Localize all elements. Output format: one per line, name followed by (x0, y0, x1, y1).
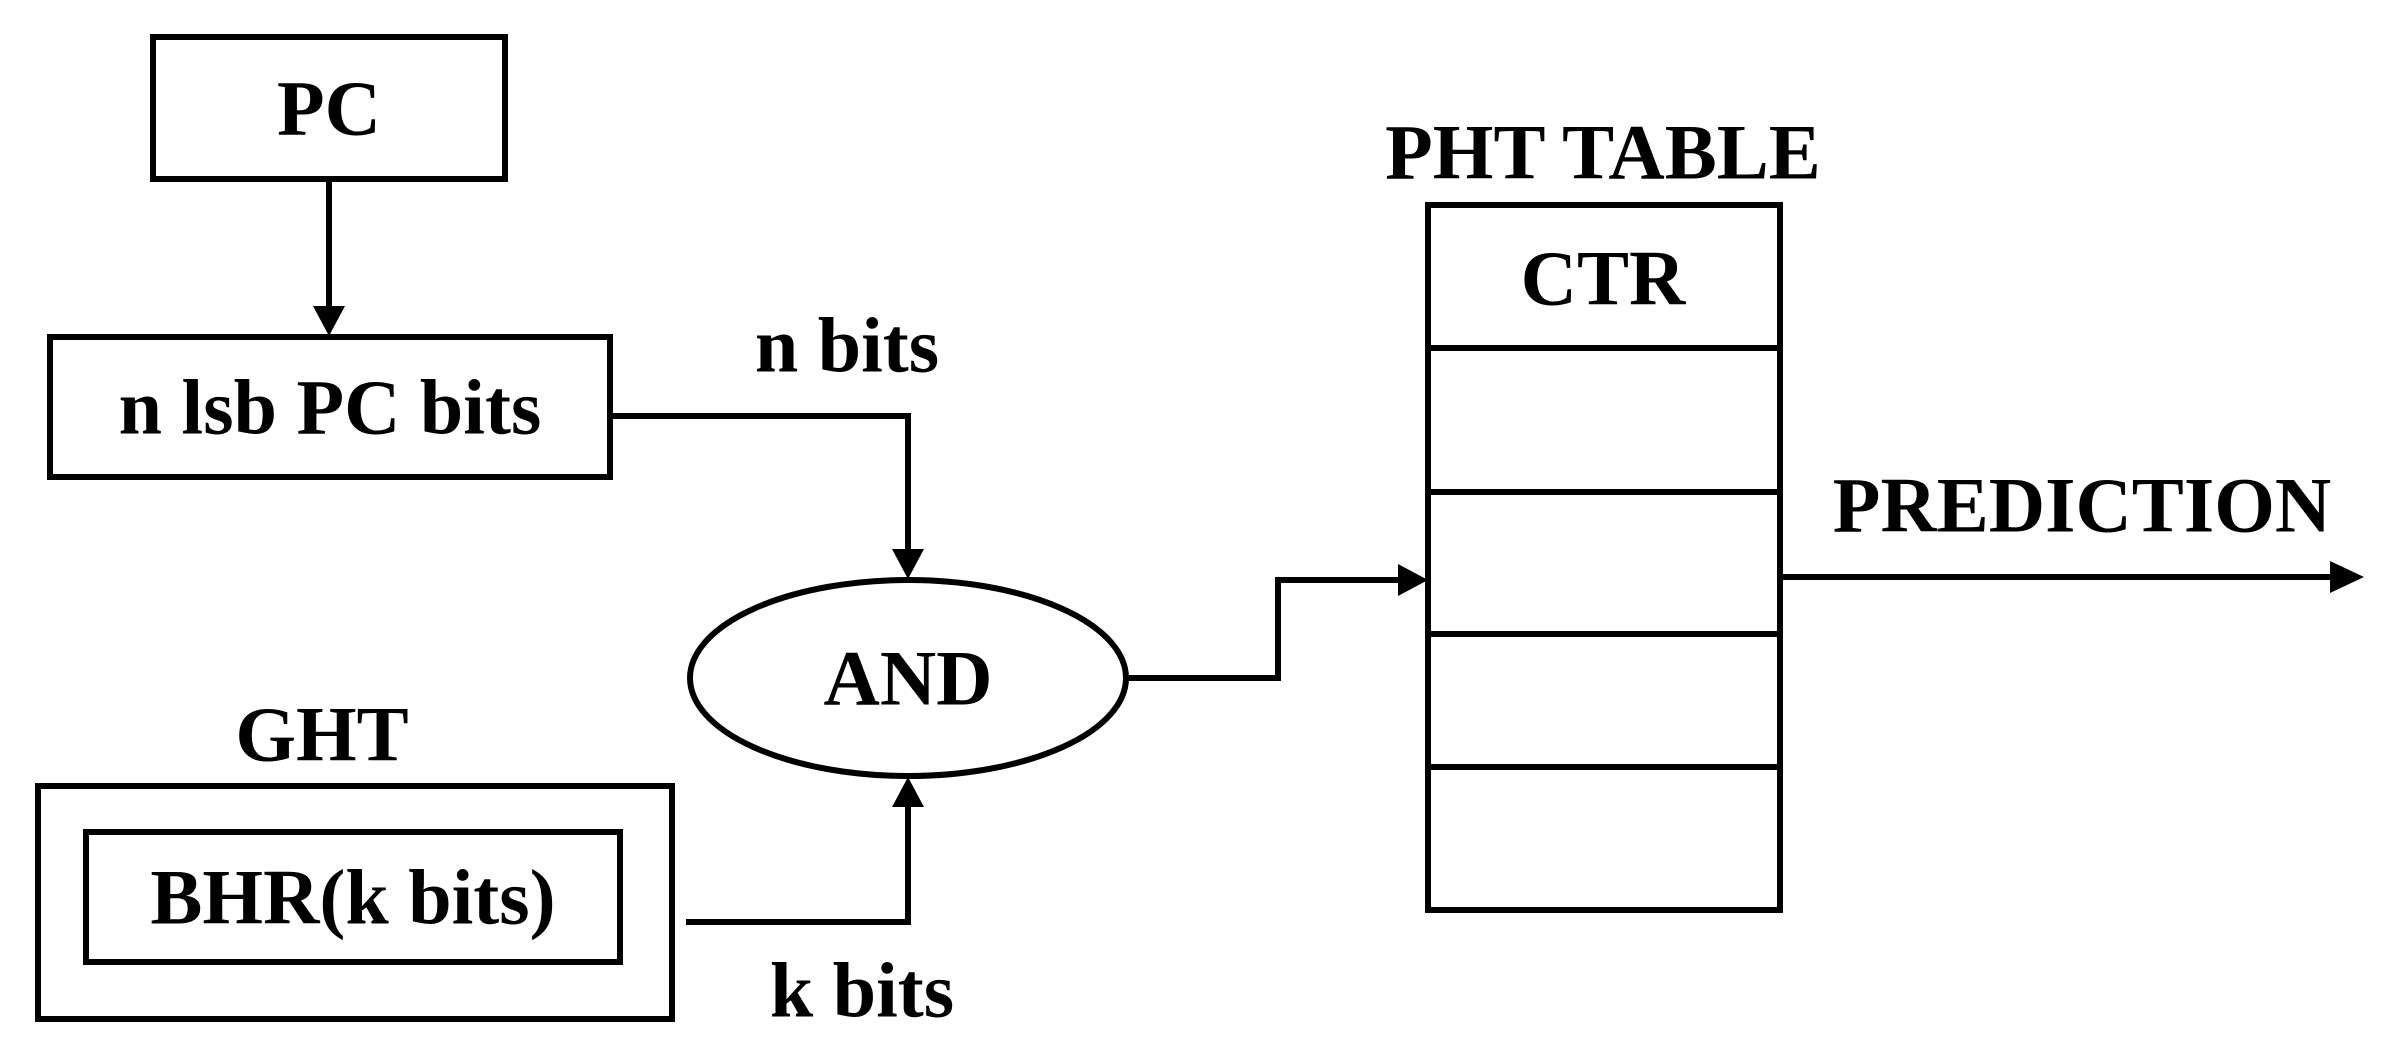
pht-table-title: PHT TABLE (1385, 109, 1821, 196)
bhr-box (83, 829, 623, 965)
prediction-label: PREDICTION (1833, 462, 2331, 549)
pht-table-frame (1425, 202, 1783, 913)
lsb-pc-bits-label: n lsb PC bits (119, 364, 542, 451)
k-bits-label: k bits (770, 947, 954, 1034)
and-to-pht-arrowhead (1398, 564, 1428, 596)
n-bits-label: n bits (755, 302, 939, 389)
lsb-pc-bits-box (47, 334, 613, 480)
and-label: AND (824, 635, 993, 722)
lsb-to-and-arrowhead (892, 549, 924, 579)
ght-label: GHT (235, 691, 408, 778)
pc-box (150, 34, 508, 182)
ctr-label: CTR (1521, 235, 1687, 322)
lsb-to-and-wire (610, 413, 911, 555)
and-to-pht-wire (1126, 577, 1404, 681)
pc-to-lsb-arrowhead (313, 306, 345, 336)
pht-table (1425, 202, 1783, 913)
prediction-output-arrowhead (2330, 561, 2364, 593)
bhr-label: BHR(k bits) (150, 854, 555, 941)
bhr-to-and-arrowhead (892, 777, 924, 807)
bhr-to-and-wire (686, 801, 911, 925)
pc-label: PC (277, 65, 381, 152)
